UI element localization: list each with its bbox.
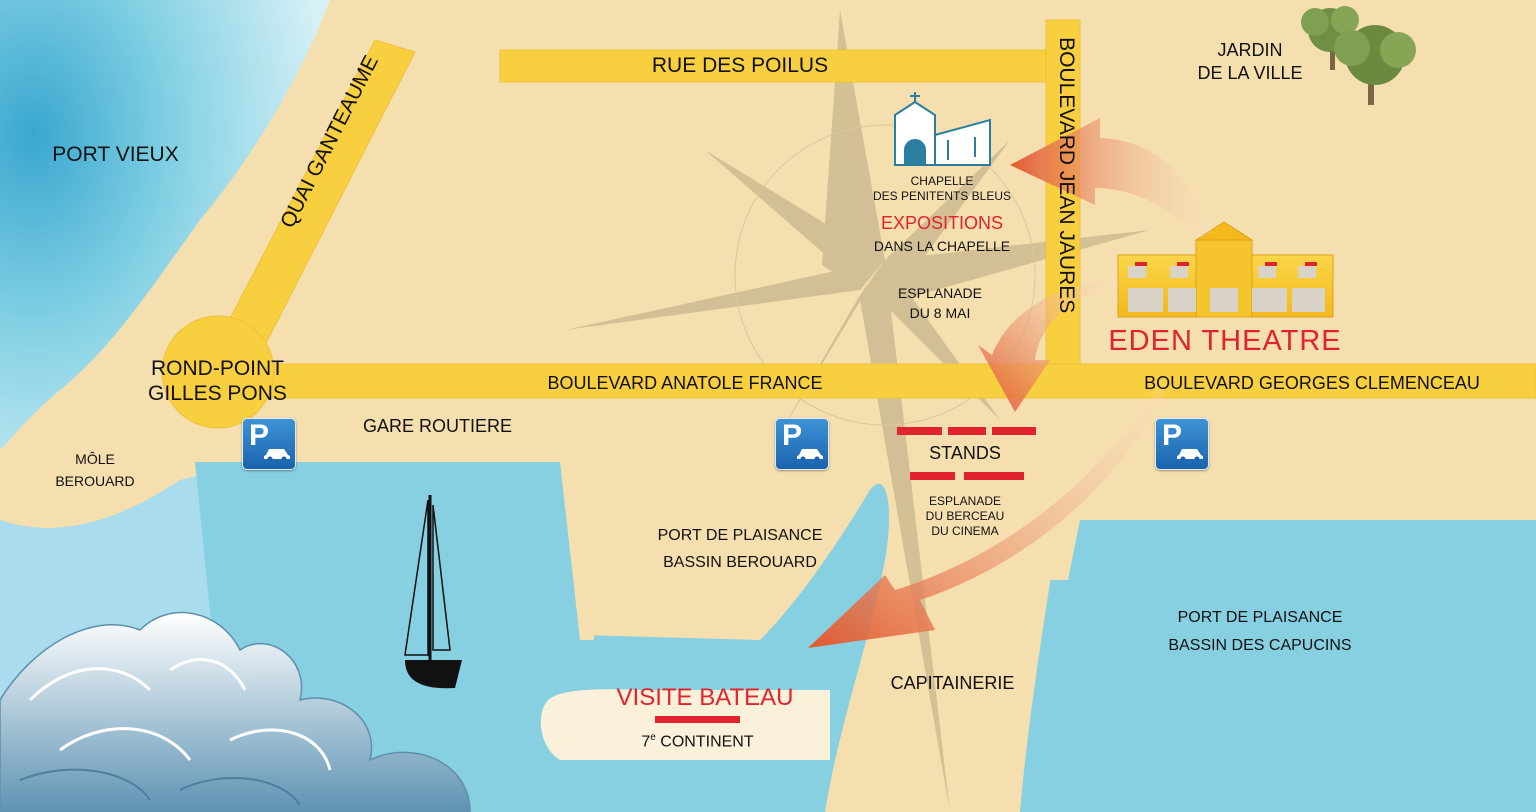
quay-capucins — [1050, 520, 1080, 580]
stands-markers — [897, 427, 1036, 480]
quay-visite-bateau — [540, 689, 830, 760]
septieme-continent-text: CONTINENT — [655, 733, 754, 751]
visite-bateau-marker — [655, 716, 740, 723]
label-mole-line1: MÔLE — [75, 451, 115, 467]
label-septieme-continent: 7e CONTINENT — [590, 732, 805, 752]
sailboat-icon — [404, 495, 462, 689]
parking-symbol: P — [249, 419, 270, 452]
label-berceau-line2: DU BERCEAU — [925, 509, 1005, 523]
label-rond-point-line1: ROND-POINT — [151, 357, 284, 380]
label-boulevard-anatole-france: BOULEVARD ANATOLE FRANCE — [547, 373, 823, 393]
sea-port-vieux — [0, 0, 330, 450]
parking-symbol: P — [1162, 419, 1183, 452]
label-plaisance-capucins-line2: BASSIN DES CAPUCINS — [1168, 637, 1352, 654]
parking-icon: P — [1155, 418, 1209, 470]
label-rue-des-poilus: RUE DES POILUS — [651, 54, 829, 77]
label-capitainerie: CAPITAINERIE — [890, 673, 1015, 693]
label-rond-point-line2: GILLES PONS — [148, 382, 287, 405]
road-rue-des-poilus — [499, 49, 1071, 83]
label-berceau-line3: DU CINEMA — [931, 524, 999, 538]
arrow-to-visite-bateau — [808, 380, 1168, 648]
label-expositions: EXPOSITIONS — [880, 213, 1004, 233]
theatre-building-icon — [1117, 221, 1334, 318]
label-chapelle-line1: CHAPELLE — [910, 174, 974, 188]
compass-ring — [734, 124, 1036, 426]
label-plaisance-capucins-line1: PORT DE PLAISANCE — [1177, 609, 1343, 626]
basin-capucins — [1020, 520, 1536, 812]
label-mole-line2: BEROUARD — [55, 473, 135, 489]
label-plaisance-berouard-line2: BASSIN BEROUARD — [663, 554, 817, 571]
label-port-vieux: PORT VIEUX — [52, 143, 179, 166]
label-dans-la-chapelle: DANS LA CHAPELLE — [873, 238, 1011, 254]
label-jardin-line1: JARDIN — [1217, 40, 1283, 60]
rond-point — [161, 315, 275, 429]
label-gare-routiere: GARE ROUTIERE — [362, 416, 513, 436]
label-esplanade-8-mai-line1: ESPLANADE — [897, 285, 983, 301]
label-chapelle-line2: DES PENITENTS BLEUS — [872, 189, 1012, 203]
parking-icon: P — [775, 418, 829, 470]
pier — [560, 462, 600, 640]
wave-icon — [0, 611, 471, 812]
label-eden-theatre: EDEN THEATRE — [1108, 325, 1342, 357]
road-bd-anatole-france — [239, 363, 1536, 399]
label-boulevard-georges-clemenceau: BOULEVARD GEORGES CLEMENCEAU — [1144, 373, 1480, 393]
chapel-icon — [894, 92, 991, 166]
label-boulevard-jean-jaures: BOULEVARD JEAN JAURES — [1055, 37, 1079, 314]
label-berceau-line1: ESPLANADE — [928, 494, 1002, 508]
car-icon — [264, 449, 290, 462]
label-jardin-line2: DE LA VILLE — [1197, 63, 1303, 83]
parking-icon: P — [242, 418, 296, 470]
label-stands: STANDS — [929, 443, 1001, 463]
tree-icon — [1301, 6, 1416, 105]
parking-symbol: P — [782, 419, 803, 452]
septieme-superscript: e — [650, 732, 656, 743]
label-esplanade-8-mai-line2: DU 8 MAI — [909, 305, 971, 321]
arrow-to-chapelle — [1010, 118, 1212, 238]
septieme-number: 7 — [641, 733, 651, 751]
label-plaisance-berouard-line1: PORT DE PLAISANCE — [657, 527, 823, 544]
car-icon — [797, 449, 823, 462]
arrow-to-stands — [978, 280, 1118, 412]
car-icon — [1177, 449, 1203, 462]
label-visite-bateau: VISITE BATEAU — [616, 684, 794, 711]
